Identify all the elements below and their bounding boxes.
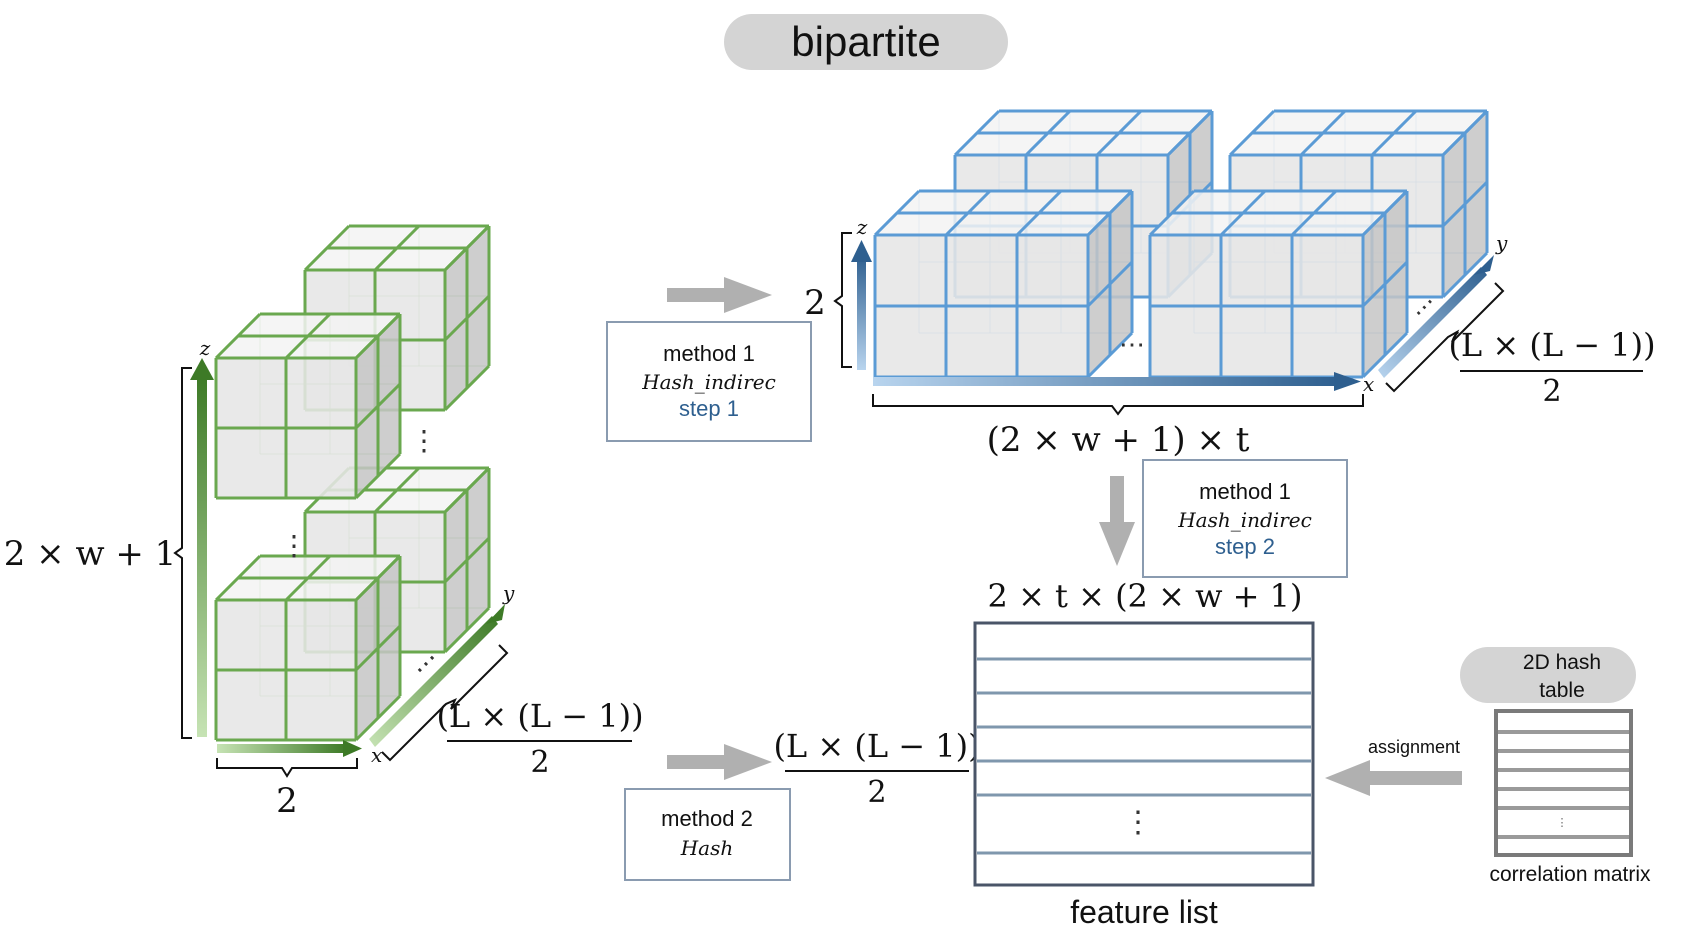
- right-height-label: 2: [804, 283, 826, 323]
- method1-step1-box: method 1 Hash_indirec step 1: [606, 321, 812, 442]
- correlation-matrix-rows: [1498, 730, 1629, 839]
- left-z-axis: [197, 375, 207, 737]
- left-axis-z-label: z: [199, 336, 211, 360]
- right-y-arrowhead: [1474, 255, 1494, 275]
- left-height-bracket: 2 × w + 1: [4, 367, 192, 739]
- title-pill-bg: [724, 14, 1008, 70]
- right-cube-stack: [873, 109, 1489, 379]
- right-depth-bracket: (L × (L − 1)) 2: [1385, 282, 1656, 409]
- arrow-method2: [667, 744, 772, 780]
- right-axis-z-label: z: [856, 215, 868, 239]
- right-depth-numerator: (L × (L − 1)): [1448, 326, 1655, 364]
- feature-list-frame: [973, 621, 1315, 887]
- left-cube-stack: [214, 224, 491, 742]
- correlation-matrix-dots: ⋮: [1557, 816, 1568, 829]
- left-y-axis: [369, 616, 498, 747]
- right-z-axis: [857, 255, 866, 370]
- middle-fraction-numerator: (L × (L − 1)): [773, 727, 980, 765]
- feature-list-top-label: 2 × t × (2 × w + 1): [988, 577, 1303, 615]
- green-cluster-top-front: [214, 312, 402, 500]
- hash-table-pill: [1460, 647, 1636, 703]
- assignment-label: assignment: [1368, 737, 1460, 757]
- feature-list: 2 × t × (2 × w + 1) ⋮ feature list: [973, 577, 1315, 930]
- left-depth-numerator: (L × (L − 1)): [436, 697, 643, 735]
- method1-step1-fn: Hash_indirec: [641, 370, 776, 394]
- feature-list-label: feature list: [1070, 894, 1218, 930]
- hash-table-title-line2: table: [1539, 679, 1585, 702]
- diagram-title: bipartite: [791, 18, 940, 65]
- left-z-arrowhead: [190, 358, 214, 380]
- method1-step2-title: method 1: [1199, 479, 1291, 504]
- left-y-arrowhead: [486, 604, 505, 624]
- hash-table-title-line1: 2D hash: [1523, 651, 1601, 674]
- green-cluster-bottom-front: [214, 554, 402, 742]
- arrow-to-step1: [667, 277, 772, 313]
- middle-fraction-denominator: 2: [867, 775, 886, 810]
- method2-title: method 2: [661, 806, 753, 831]
- right-axes: z x y: [851, 215, 1508, 396]
- method2-box: method 2 Hash: [624, 788, 791, 881]
- left-height-label: 2 × w + 1: [4, 534, 177, 574]
- left-axis-y-label: y: [502, 581, 515, 605]
- left-x-axis: [217, 744, 347, 753]
- right-x-arrowhead: [1334, 372, 1361, 391]
- correlation-matrix-frame: [1494, 709, 1633, 857]
- right-axis-y-label: y: [1495, 231, 1508, 255]
- arrow-to-step2: [1099, 476, 1135, 566]
- right-stack-row-dots: ⋯: [1119, 330, 1145, 360]
- right-height-bracket: 2: [804, 232, 852, 368]
- left-depth-denominator: 2: [530, 745, 549, 780]
- middle-fraction: (L × (L − 1)) 2: [773, 727, 980, 810]
- left-stack-vertical-dots-lower: ⋮: [280, 529, 308, 562]
- right-z-arrowhead: [851, 240, 872, 262]
- right-width-label: (2 × w + 1) × t: [987, 420, 1250, 460]
- feature-list-rows: [977, 657, 1311, 855]
- right-depth-denominator: 2: [1542, 374, 1561, 409]
- right-x-axis: [873, 377, 1338, 386]
- blue-cluster-front-left: [873, 189, 1134, 379]
- title-pill: bipartite: [724, 14, 1008, 70]
- left-stack-vertical-dots-upper: ⋮: [410, 424, 438, 457]
- right-axis-x-label: x: [1363, 372, 1374, 396]
- left-depth-bracket: (L × (L − 1)) 2: [381, 644, 644, 780]
- left-axis-x-label: x: [371, 743, 382, 767]
- right-width-bracket: (2 × w + 1) × t: [872, 394, 1364, 460]
- method1-step2-fn: Hash_indirec: [1177, 508, 1312, 532]
- feature-list-dots: ⋮: [1123, 805, 1153, 840]
- left-axes: z x y: [190, 336, 515, 767]
- method1-step2-step: step 2: [1215, 534, 1275, 559]
- assignment-arrow: assignment: [1325, 737, 1462, 796]
- method1-step1-title: method 1: [663, 341, 755, 366]
- blue-cluster-front-right: [1148, 189, 1409, 379]
- left-x-arrowhead: [343, 740, 362, 757]
- method1-step2-box: method 1 Hash_indirec step 2: [1142, 459, 1348, 578]
- left-width-label: 2: [276, 781, 298, 821]
- method1-step1-step: step 1: [679, 396, 739, 421]
- correlation-matrix-label: correlation matrix: [1489, 863, 1651, 886]
- left-width-bracket: 2: [216, 758, 358, 821]
- right-y-axis: [1378, 267, 1487, 378]
- method2-fn: Hash: [680, 836, 734, 860]
- hash-table: 2D hash table ⋮ correlation matrix: [1460, 647, 1651, 886]
